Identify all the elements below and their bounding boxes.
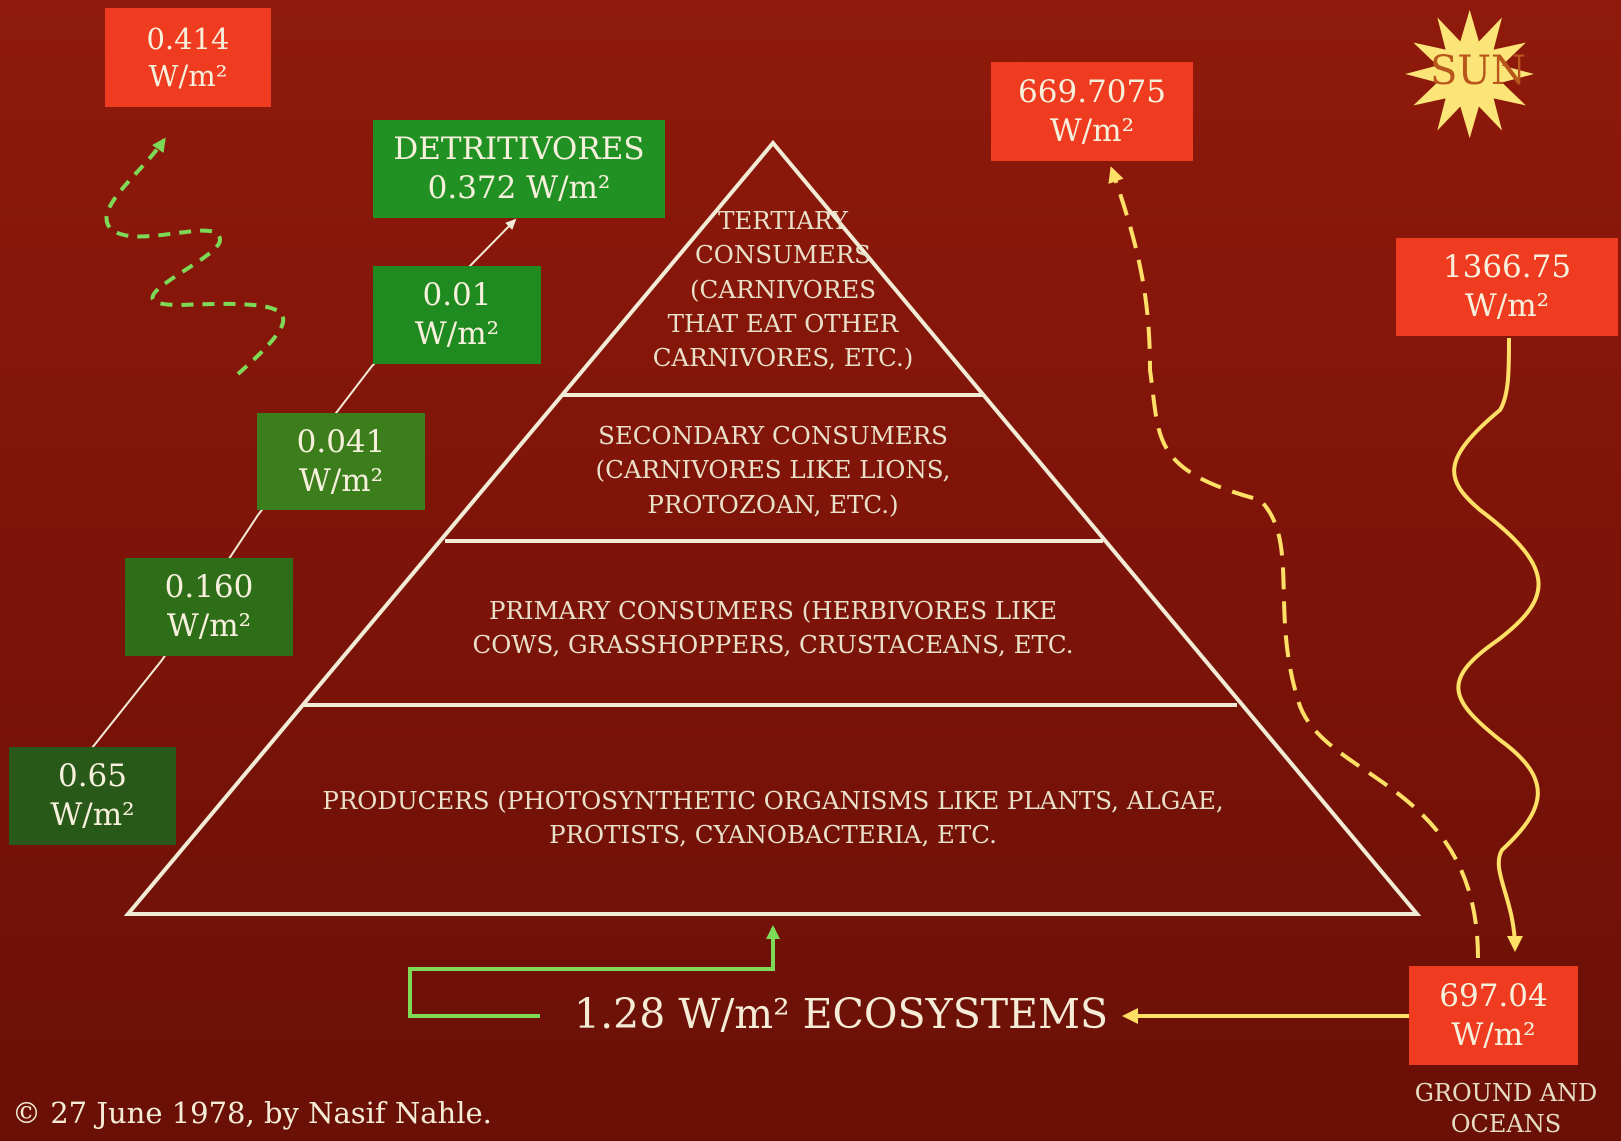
reflected-energy-arrow: [1108, 166, 1480, 959]
tertiary-line-3: (CARNIVORES: [689, 274, 877, 304]
primary-energy-unit: W/m²: [166, 608, 252, 644]
solar-input-unit: W/m²: [1464, 288, 1550, 324]
tertiary-energy-unit: W/m²: [414, 316, 500, 352]
ground-absorbed-box: 697.04 W/m²: [1409, 966, 1578, 1065]
producers-energy-unit: W/m²: [50, 797, 135, 833]
ground-absorbed-unit: W/m²: [1451, 1016, 1536, 1053]
tertiary-line-5: CARNIVORES, ETC.): [652, 343, 914, 373]
detritivores-value: 0.372 W/m²: [427, 170, 611, 206]
top-loss-unit: W/m²: [148, 58, 228, 93]
primary-line-2: COWS, GRASSHOPPERS, CRUSTACEANS, ETC.: [472, 630, 1074, 660]
secondary-line-1: SECONDARY CONSUMERS: [598, 421, 948, 450]
producers-energy-value: 0.65: [57, 758, 128, 795]
tertiary-line-1: TERTIARY: [718, 206, 848, 235]
heat-loss-arrow: [104, 137, 286, 376]
primary-energy-value: 0.160: [164, 569, 254, 606]
top-loss-value: 0.414: [146, 22, 230, 57]
ecosystems-label: 1.28 W/m² ECOSYSTEMS: [574, 990, 1109, 1038]
detritivores-title: DETRITIVORES: [393, 131, 645, 168]
ecosystems-to-pyramid-arrow: [408, 925, 780, 1018]
secondary-level-label: SECONDARY CONSUMERS (CARNIVORES LIKE LIO…: [523, 419, 1023, 522]
primary-line-1: PRIMARY CONSUMERS (HERBIVORES LIKE: [488, 596, 1058, 625]
producers-line-1: PRODUCERS (PHOTOSYNTHETIC ORGANISMS LIKE…: [322, 786, 1224, 815]
detritivores-box: DETRITIVORES 0.372 W/m²: [373, 120, 665, 218]
sun-icon: [1405, 9, 1534, 139]
secondary-energy-value: 0.041: [296, 423, 386, 460]
outgoing-energy-unit: W/m²: [1049, 112, 1135, 149]
tertiary-energy-value: 0.01: [422, 277, 492, 314]
tertiary-line-2: CONSUMERS: [695, 240, 871, 270]
sun-label: SUN: [1429, 48, 1527, 94]
top-loss-box: 0.414 W/m²: [105, 8, 271, 107]
ground-label-line-1: GROUND AND: [1414, 1079, 1598, 1107]
producers-energy-box: 0.65 W/m²: [9, 747, 176, 845]
tertiary-energy-box: 0.01 W/m²: [373, 266, 541, 364]
secondary-line-3: PROTOZOAN, ETC.): [647, 489, 899, 519]
ground-oceans-label: GROUND AND OCEANS: [1396, 1078, 1616, 1140]
energy-pyramid: [123, 139, 1422, 916]
solar-input-box: 1366.75 W/m²: [1396, 238, 1618, 336]
solar-input-value: 1366.75: [1442, 249, 1572, 286]
ground-label-line-2: OCEANS: [1450, 1110, 1562, 1139]
solar-radiation-arrow: [1452, 337, 1541, 952]
primary-level-label: PRIMARY CONSUMERS (HERBIVORES LIKE COWS,…: [388, 594, 1158, 663]
secondary-energy-unit: W/m²: [298, 462, 384, 499]
producers-line-2: PROTISTS, CYANOBACTERIA, ETC.: [549, 820, 997, 850]
producers-level-label: PRODUCERS (PHOTOSYNTHETIC ORGANISMS LIKE…: [238, 784, 1308, 853]
outgoing-energy-box: 669.7075 W/m²: [991, 62, 1193, 161]
tertiary-line-4: THAT EAT OTHER: [667, 308, 899, 338]
outgoing-energy-value: 669.7075: [1018, 73, 1166, 110]
primary-energy-box: 0.160 W/m²: [125, 558, 293, 656]
secondary-line-2: (CARNIVORES LIKE LIONS,: [595, 455, 951, 485]
ground-absorbed-value: 697.04: [1439, 977, 1548, 1014]
tertiary-level-label: TERTIARY CONSUMERS (CARNIVORES THAT EAT …: [613, 204, 953, 375]
copyright-notice: © 27 June 1978, by Nasif Nahle.: [12, 1096, 492, 1130]
secondary-energy-box: 0.041 W/m²: [257, 413, 425, 510]
